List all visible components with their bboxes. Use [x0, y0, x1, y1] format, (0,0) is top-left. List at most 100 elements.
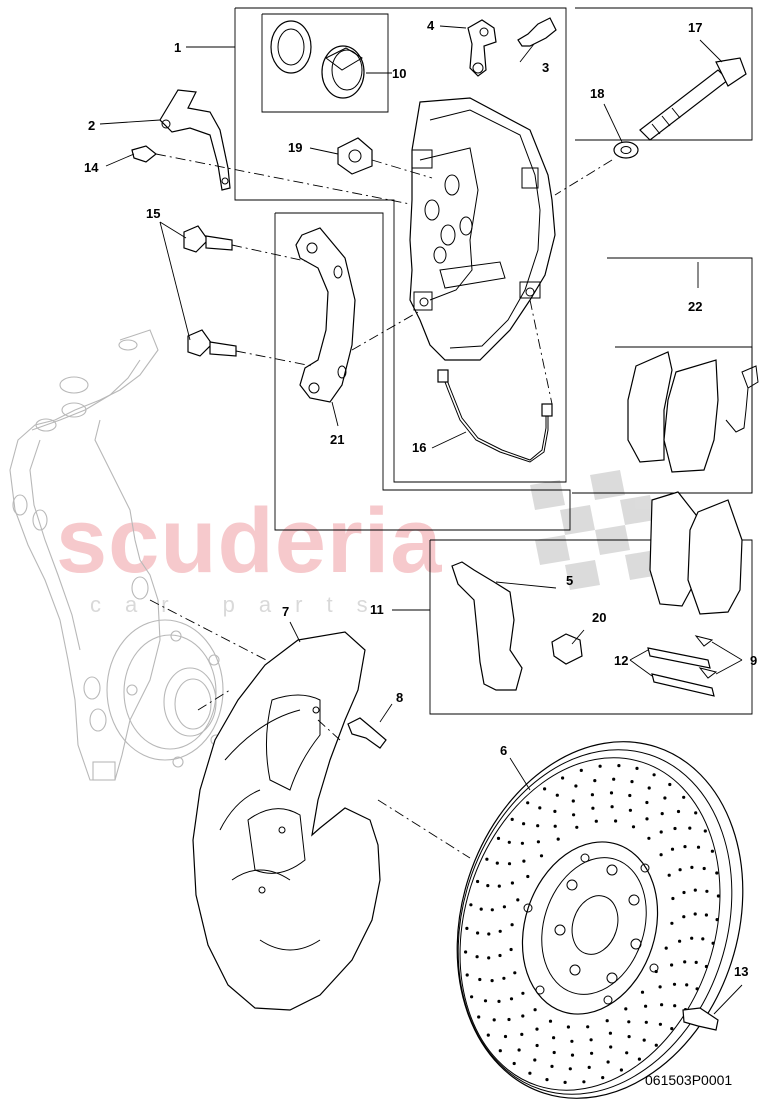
- callout-6: 6: [500, 743, 507, 758]
- disc-hole: [552, 1036, 556, 1040]
- disc-hole: [556, 837, 560, 841]
- bleed-screw: [517, 17, 557, 47]
- disc-hole: [586, 1025, 590, 1029]
- disc-hole: [485, 857, 489, 861]
- disc-hole: [659, 830, 663, 834]
- disc-hole: [512, 1061, 516, 1066]
- disc-hole: [690, 865, 694, 870]
- disc-hole: [624, 1007, 628, 1011]
- disc-hole: [710, 849, 715, 853]
- disc-hole: [507, 840, 511, 844]
- disc-hole: [568, 1067, 572, 1071]
- callout-13: 13: [734, 964, 748, 979]
- hose-bracket: [159, 89, 231, 191]
- spring-clips: [694, 635, 718, 679]
- disc-hole: [465, 926, 469, 931]
- callout-8: 8: [396, 690, 403, 705]
- disc-hole: [522, 822, 526, 826]
- callout-14: 14: [84, 160, 99, 175]
- disc-hole: [645, 800, 649, 805]
- callout-15: 15: [146, 206, 160, 221]
- disc-hole: [476, 931, 480, 935]
- bracket-bolt-lower: [187, 329, 237, 357]
- disc-hole: [465, 973, 469, 977]
- disc-hole: [498, 953, 502, 958]
- disc-hole: [492, 1018, 496, 1022]
- disc-hole: [678, 939, 682, 943]
- callouts: 1 2 3 4 5 6 7 8 9 10 11 12 13 14 15 16 1…: [84, 18, 757, 979]
- disc-hole: [507, 1017, 511, 1022]
- disc-hole: [685, 983, 689, 987]
- disc-hole: [701, 937, 705, 941]
- disc-hole: [526, 801, 530, 805]
- disc-hole: [704, 913, 709, 917]
- callout-3: 3: [542, 60, 549, 75]
- callout-12: 12: [614, 653, 628, 668]
- disc-hole: [528, 1071, 532, 1075]
- disc-hole: [510, 923, 514, 927]
- disc-hole: [715, 871, 719, 875]
- callout-7: 7: [282, 604, 289, 619]
- disc-hole: [536, 840, 541, 844]
- disc-hole: [659, 853, 663, 857]
- callout-1: 1: [174, 40, 181, 55]
- disc-hole: [533, 1008, 537, 1012]
- disc-hole: [522, 859, 526, 863]
- disc-hole: [536, 824, 540, 828]
- disc-hole: [716, 894, 721, 898]
- disc-hole: [503, 1034, 508, 1039]
- washer: [613, 141, 639, 159]
- steering-knuckle: [9, 329, 161, 781]
- disc-hole: [601, 1076, 605, 1080]
- disc-hole: [619, 1068, 624, 1072]
- disc-hole: [490, 979, 494, 983]
- frame-group-10: [261, 13, 389, 113]
- disc-hole: [612, 777, 616, 781]
- disc-hole: [682, 915, 686, 919]
- disc-hole: [667, 873, 671, 877]
- disc-hole: [647, 836, 651, 840]
- disc-hole: [498, 1049, 502, 1053]
- disc-hole: [598, 764, 602, 768]
- disc-hole: [502, 976, 506, 980]
- callout-17: 17: [688, 20, 702, 35]
- disc-hole: [676, 809, 681, 814]
- callout-20: 20: [592, 610, 606, 625]
- disc-hole: [637, 1057, 642, 1061]
- disc-hole: [593, 779, 597, 783]
- bleed-valve: [467, 19, 497, 77]
- disc-hole: [670, 1027, 674, 1031]
- pad-retaining-pins: [647, 647, 715, 697]
- disc-hole: [470, 995, 474, 999]
- disc-hole: [509, 997, 514, 1001]
- anti-rattle-spring: [451, 561, 523, 691]
- disc-hole: [610, 805, 614, 809]
- pad-sensor-clip: [551, 633, 583, 665]
- disc-hole: [475, 955, 479, 959]
- disc-hole: [682, 795, 686, 799]
- disc-hole: [671, 896, 675, 901]
- callout-2: 2: [88, 118, 95, 133]
- disc-hole: [538, 806, 542, 810]
- disc-hole: [502, 905, 506, 909]
- disc-hole: [520, 841, 525, 845]
- disc-hole: [535, 1043, 539, 1048]
- disc-hole: [693, 888, 697, 892]
- brake-pads: [627, 351, 759, 615]
- watermark-subtitle: car parts: [90, 592, 392, 617]
- disc-hole: [625, 1051, 629, 1055]
- disc-hole: [608, 1031, 613, 1035]
- disc-hole: [582, 1080, 586, 1084]
- caliper-mounting-bracket: [295, 227, 356, 403]
- group-frames: [234, 7, 753, 715]
- disc-hole: [668, 782, 672, 787]
- disc-hole: [548, 1019, 553, 1023]
- callout-5: 5: [566, 573, 573, 588]
- disc-hole: [693, 912, 697, 916]
- callout-21: 21: [330, 432, 344, 447]
- disc-hole: [606, 1060, 610, 1064]
- disc-hole: [563, 1080, 567, 1084]
- disc-hole: [644, 1020, 648, 1024]
- leader-lines: [99, 25, 743, 1015]
